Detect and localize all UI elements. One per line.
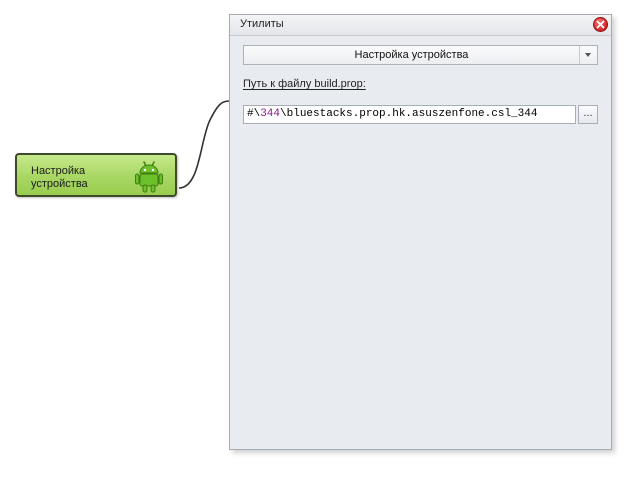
build-prop-path-input[interactable]: #\344\bluestacks.prop.hk.asuszenfone.csl… xyxy=(243,105,576,124)
panel-title: Утилиты xyxy=(240,18,284,30)
path-variable: 344 xyxy=(260,108,281,120)
close-icon[interactable] xyxy=(593,17,608,32)
path-prefix: #\ xyxy=(247,108,261,120)
panel-header: Утилиты xyxy=(230,15,611,36)
action-select-value: Настройка устройства xyxy=(354,49,469,61)
utilities-panel: Утилиты Настройка устройства Путь к файл… xyxy=(229,14,612,450)
action-select[interactable]: Настройка устройства xyxy=(243,45,598,65)
android-icon xyxy=(135,161,163,193)
browse-button[interactable]: ... xyxy=(578,105,598,124)
chevron-down-icon[interactable] xyxy=(579,46,597,64)
path-label: Путь к файлу build.prop: xyxy=(243,78,366,90)
action-node-label: Настройка устройства xyxy=(31,165,88,190)
path-suffix: \bluestacks.prop.hk.asuszenfone.csl_344 xyxy=(280,108,538,120)
action-node[interactable]: Настройка устройства xyxy=(15,153,177,197)
